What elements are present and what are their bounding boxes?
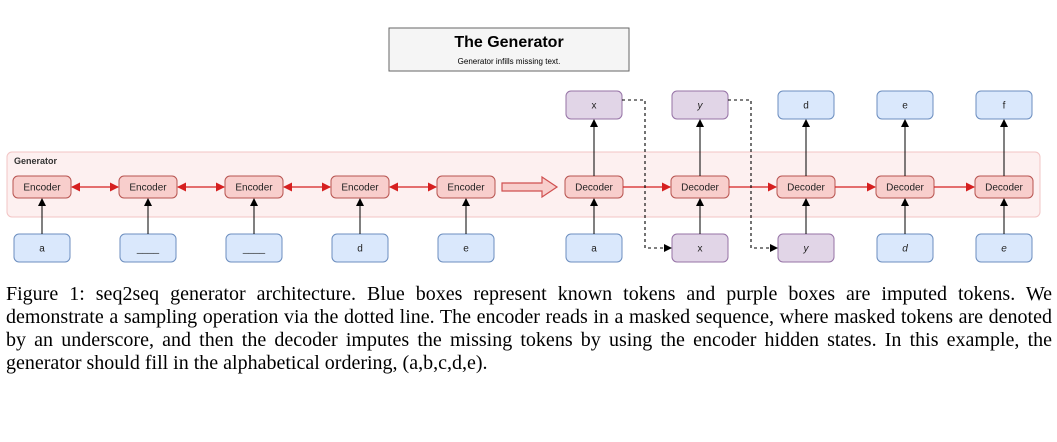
decoder-input-token-label: x [698, 244, 703, 255]
diagram-title: The Generator [454, 34, 563, 51]
decoder-cell: Decoder [875, 175, 935, 199]
encoder-to-decoder-arrow [501, 175, 559, 199]
decoder-input-token-label: e [1001, 244, 1007, 255]
encoder-cell: Encoder [224, 175, 284, 199]
encoder-cell-label: Encoder [447, 183, 485, 194]
encoder-cell: Encoder [436, 175, 496, 199]
encoder-cell-label: Encoder [341, 183, 379, 194]
encoder-input-token: d [331, 233, 389, 263]
encoder-input-token-label: e [463, 244, 469, 255]
encoder-input-token: ____ [225, 233, 283, 263]
encoder-cell: Encoder [330, 175, 390, 199]
generator-group-label: Generator [14, 156, 58, 166]
decoder-input-token: y [777, 233, 835, 263]
encoder-input-token: e [437, 233, 495, 263]
decoder-output-token: x [565, 90, 623, 120]
encoder-input-token-label: a [39, 244, 45, 255]
decoder-output-token-label: y [697, 101, 704, 112]
sampling-dotted-arrow [728, 99, 778, 252]
decoder-cell-label: Decoder [787, 183, 825, 194]
decoder-cell-label: Decoder [886, 183, 924, 194]
encoder-input-token-label: ____ [242, 244, 266, 255]
decoder-output-token-label: f [1003, 101, 1006, 112]
encoder-cell-label: Encoder [23, 183, 61, 194]
decoder-output-token: e [876, 90, 934, 120]
decoder-input-token: x [671, 233, 729, 263]
sampling-dotted-arrow [622, 99, 672, 252]
encoder-cell: Encoder [118, 175, 178, 199]
figure-caption: Figure 1: seq2seq generator architecture… [6, 283, 1052, 374]
encoder-input-token: a [13, 233, 71, 263]
decoder-output-token-label: d [803, 101, 809, 112]
decoder-cell: Decoder [776, 175, 836, 199]
decoder-output-token-label: x [592, 101, 597, 112]
encoder-input-token-label: d [357, 244, 363, 255]
decoder-output-token: d [777, 90, 835, 120]
diagram-subtitle: Generator infills missing text. [458, 57, 561, 66]
encoder-cell-label: Encoder [129, 183, 167, 194]
decoder-input-token-label: a [591, 244, 597, 255]
decoder-output-token-label: e [902, 101, 908, 112]
decoder-cell-label: Decoder [681, 183, 719, 194]
encoder-cell: Encoder [12, 175, 72, 199]
generator-diagram: The Generator Generator infills missing … [6, 27, 1041, 263]
decoder-cell-label: Decoder [985, 183, 1023, 194]
encoder-input-token: ____ [119, 233, 177, 263]
decoder-input-token-label: d [902, 244, 908, 255]
decoder-input-token-label: y [803, 244, 810, 255]
decoder-input-token: a [565, 233, 623, 263]
decoder-cell: Decoder [564, 175, 624, 199]
decoder-cell: Decoder [974, 175, 1034, 199]
decoder-input-token: e [975, 233, 1033, 263]
encoder-cell-label: Encoder [235, 183, 273, 194]
decoder-input-token: d [876, 233, 934, 263]
decoder-cell: Decoder [670, 175, 730, 199]
decoder-output-token: f [975, 90, 1033, 120]
decoder-output-token: y [671, 90, 729, 120]
encoder-input-token-label: ____ [136, 244, 160, 255]
title-box [388, 27, 630, 72]
decoder-cell-label: Decoder [575, 183, 613, 194]
